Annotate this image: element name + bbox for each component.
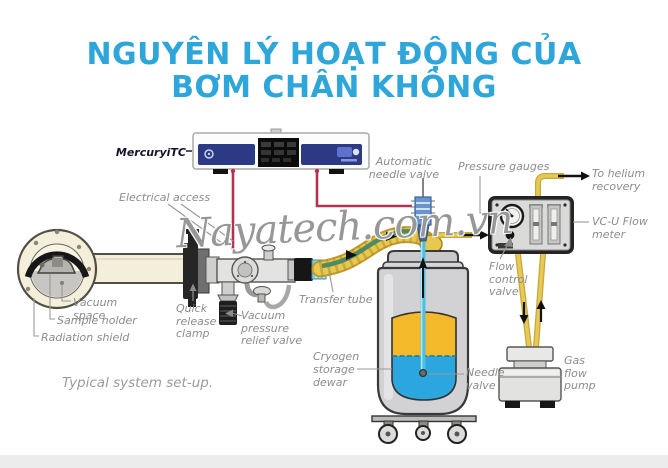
page-title: NGUYÊN LÝ HOẠT ĐỘNG CỦA BƠM CHÂN KHÔNG xyxy=(0,38,668,104)
flow-control-knob xyxy=(505,230,515,240)
label-vcu-flow-meter: VC-U Flow meter xyxy=(592,215,648,241)
bottom-border xyxy=(0,455,668,468)
pointer-lines xyxy=(33,150,589,375)
label-pressure-gauges: Pressure gauges xyxy=(458,160,550,173)
needle-valve-tip xyxy=(419,369,428,378)
label-automatic-needle-valve: Automatic needle valve xyxy=(368,155,440,181)
cryogen-dewar xyxy=(376,250,470,416)
label-electrical-access: Electrical access xyxy=(119,191,211,204)
label-cryogen-storage-dewar: Cryogen storage dewar xyxy=(313,350,360,389)
electrical-cables xyxy=(231,171,412,250)
label-flow-control-valve: Flow control valve xyxy=(489,260,528,298)
flow-arrow xyxy=(386,232,397,241)
cyan-siphon-tube xyxy=(419,242,428,378)
automatic-needle-valve xyxy=(411,178,435,242)
label-vacuum-space: Vacuum space xyxy=(73,296,118,322)
label-to-helium-recovery: To helium recovery xyxy=(592,167,646,193)
label-sample-holder: Sample holder xyxy=(57,314,137,327)
label-gas-flow-pump: Gas flow pump xyxy=(564,354,596,392)
label-quick-release-clamp: Quick release clamp xyxy=(176,302,217,340)
diagram-caption: Typical system set-up. xyxy=(62,375,214,391)
flow-arrow xyxy=(346,250,357,260)
cryogen-liquid-region xyxy=(392,356,456,400)
controller-logo xyxy=(204,149,214,159)
vacuum-space-region xyxy=(31,271,83,297)
flow-arrow-up xyxy=(419,257,427,268)
label-radiation-shield: Radiation shield xyxy=(41,331,130,344)
label-vacuum-pressure-relief-valve: Vacuum pressure relief valve xyxy=(241,309,303,347)
page-title-line1: NGUYÊN LÝ HOẠT ĐỘNG CỦA xyxy=(86,37,582,72)
label-needle-valve: Needle valve xyxy=(466,366,505,392)
mercury-itc-controller xyxy=(192,128,370,174)
label-mercury-itc: MercuryiTC xyxy=(115,146,186,159)
dewar-cart xyxy=(371,415,477,444)
label-transfer-tube: Transfer tube xyxy=(299,293,373,306)
radiation-shield-arc xyxy=(24,251,90,278)
flow-meter-panel xyxy=(488,196,574,254)
gas-flow-pump xyxy=(498,346,562,408)
page-title-line2: BƠM CHÂN KHÔNG xyxy=(171,70,497,105)
flow-arrows xyxy=(459,171,590,324)
